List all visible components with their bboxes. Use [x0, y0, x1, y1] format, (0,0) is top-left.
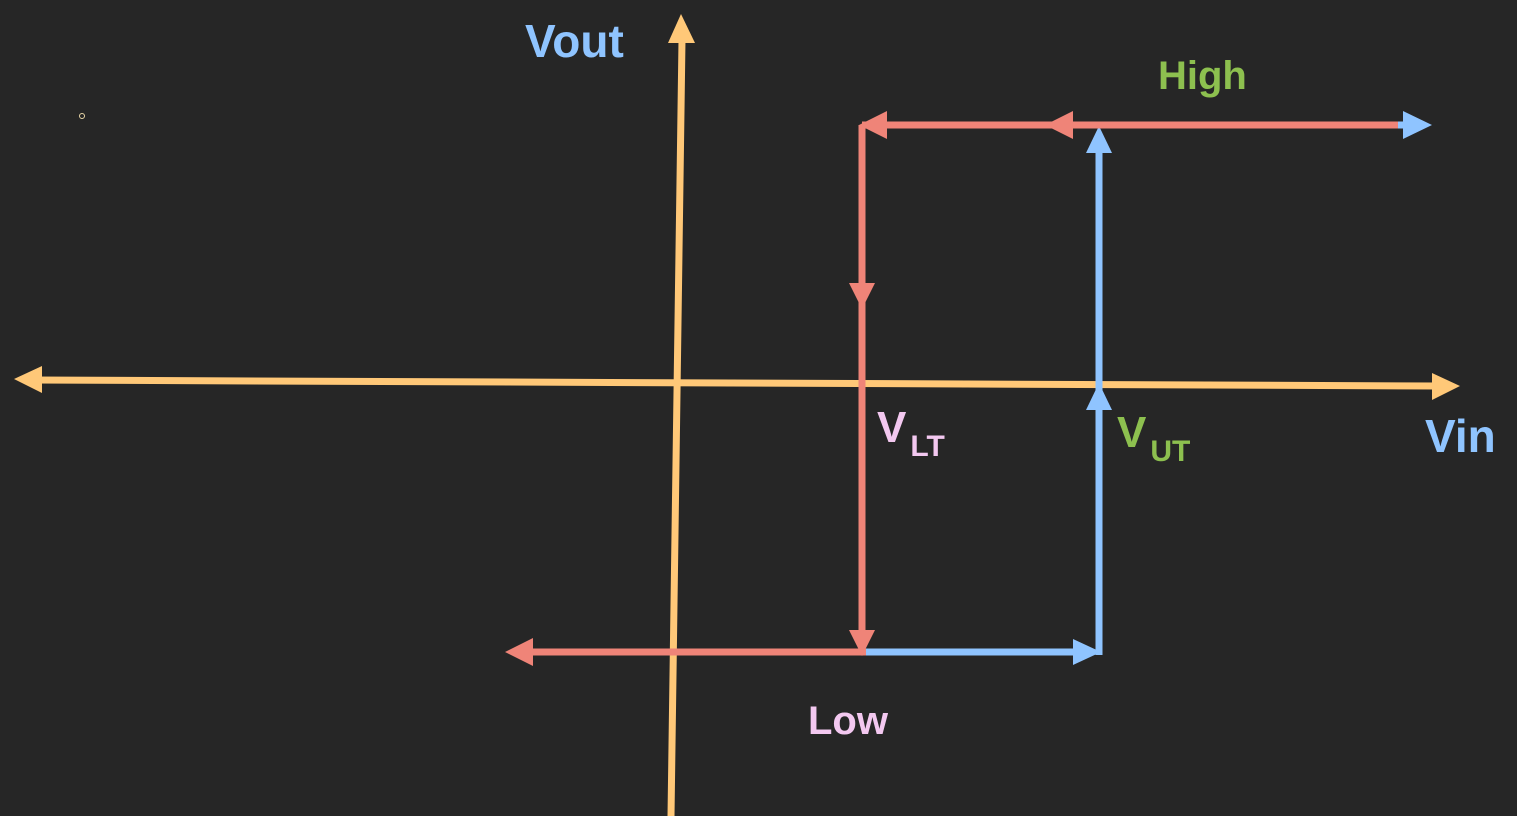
vout-axis-up-arrow — [668, 14, 695, 43]
vout-axis-line — [667, 36, 686, 816]
vin-axis-right-arrow — [1432, 373, 1460, 400]
small-dot-mark — [79, 113, 85, 119]
increasing-path-up-arrow-top — [1086, 126, 1112, 153]
decreasing-path-down-arrow-bottom — [849, 630, 875, 656]
vlt-main: V — [877, 403, 907, 452]
decreasing-path-left-arrow-left — [859, 111, 887, 139]
increasing-path-low-arrow — [1073, 639, 1101, 665]
decreasing-path-down-arrow-mid — [849, 283, 875, 309]
high-level-label: High — [1158, 54, 1247, 98]
vut-main: V — [1117, 408, 1147, 457]
low-level-label: Low — [808, 699, 888, 743]
vin-axis-line — [28, 376, 1442, 390]
decreasing-path-left-arrow-right — [1045, 111, 1073, 139]
vin-axis-left-arrow — [14, 366, 42, 393]
increasing-path-right-arrow — [1403, 111, 1432, 139]
vut-subscript: UT — [1150, 435, 1191, 468]
vout-axis-label: Vout — [525, 15, 624, 67]
vlt-subscript: LT — [910, 430, 945, 463]
decreasing-path-low-left-arrow — [505, 638, 533, 666]
increasing-path-up-arrow-mid — [1086, 383, 1112, 410]
vin-axis-label: Vin — [1425, 410, 1496, 462]
